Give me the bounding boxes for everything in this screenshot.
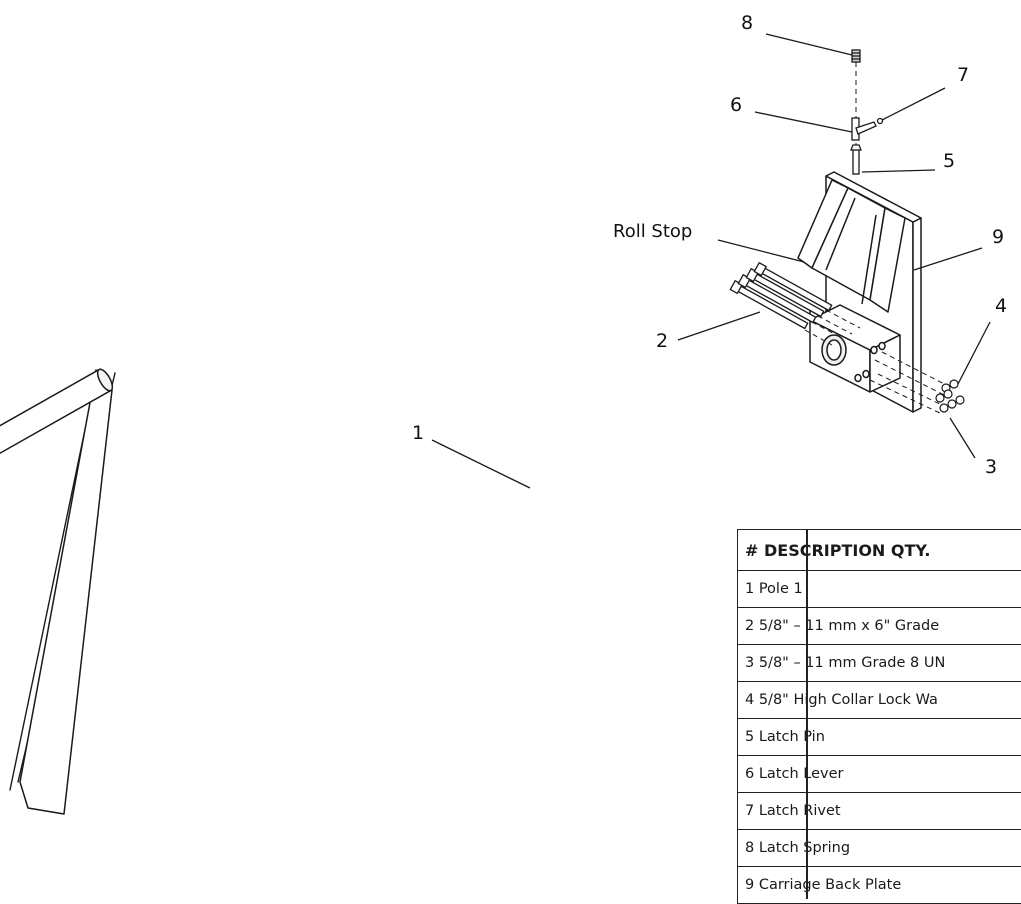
nuts-and-washers [936, 380, 964, 412]
carriage-back-plate [798, 172, 921, 412]
table-cell: 1 Pole 1 [738, 571, 1021, 608]
pole-body [20, 370, 112, 814]
callout-8: 8 [741, 14, 753, 33]
callout-7: 7 [957, 66, 969, 85]
callout-4: 4 [995, 297, 1007, 316]
table-cell: 3 5/8" – 11 mm Grade 8 UN [738, 645, 1021, 682]
parts-list-table: # DESCRIPTION QTY. 1 Pole 1 2 5/8" – 11 … [737, 529, 1021, 904]
latch-parts [851, 50, 883, 174]
table-cell: 5 Latch Pin [738, 719, 1021, 756]
table-cell: 4 5/8" High Collar Lock Wa [738, 682, 1021, 719]
table-row: 9 Carriage Back Plate [738, 867, 1021, 904]
table-row: 2 5/8" – 11 mm x 6" Grade [738, 608, 1021, 645]
table-row: 6 Latch Lever [738, 756, 1021, 793]
callout-3: 3 [985, 458, 997, 477]
table-header: # DESCRIPTION QTY. [738, 530, 1021, 571]
table-header-row: # DESCRIPTION QTY. [738, 530, 1021, 571]
table-row: 1 Pole 1 [738, 571, 1021, 608]
callout-2: 2 [656, 332, 668, 351]
table-cell: 8 Latch Spring [738, 830, 1021, 867]
table-row: 7 Latch Rivet [738, 793, 1021, 830]
callout-9: 9 [992, 228, 1004, 247]
table-cell: 7 Latch Rivet [738, 793, 1021, 830]
callout-5: 5 [943, 152, 955, 171]
table-cell: 2 5/8" – 11 mm x 6" Grade [738, 608, 1021, 645]
table-cell: 9 Carriage Back Plate [738, 867, 1021, 904]
table-row: 5 Latch Pin [738, 719, 1021, 756]
table-row: 8 Latch Spring [738, 830, 1021, 867]
table-divider-line [806, 529, 808, 899]
callout-6: 6 [730, 96, 742, 115]
table-row: 4 5/8" High Collar Lock Wa [738, 682, 1021, 719]
callout-1: 1 [412, 424, 424, 443]
callout-roll-stop: Roll Stop [613, 223, 692, 241]
table-cell: 6 Latch Lever [738, 756, 1021, 793]
table-row: 3 5/8" – 11 mm Grade 8 UN [738, 645, 1021, 682]
